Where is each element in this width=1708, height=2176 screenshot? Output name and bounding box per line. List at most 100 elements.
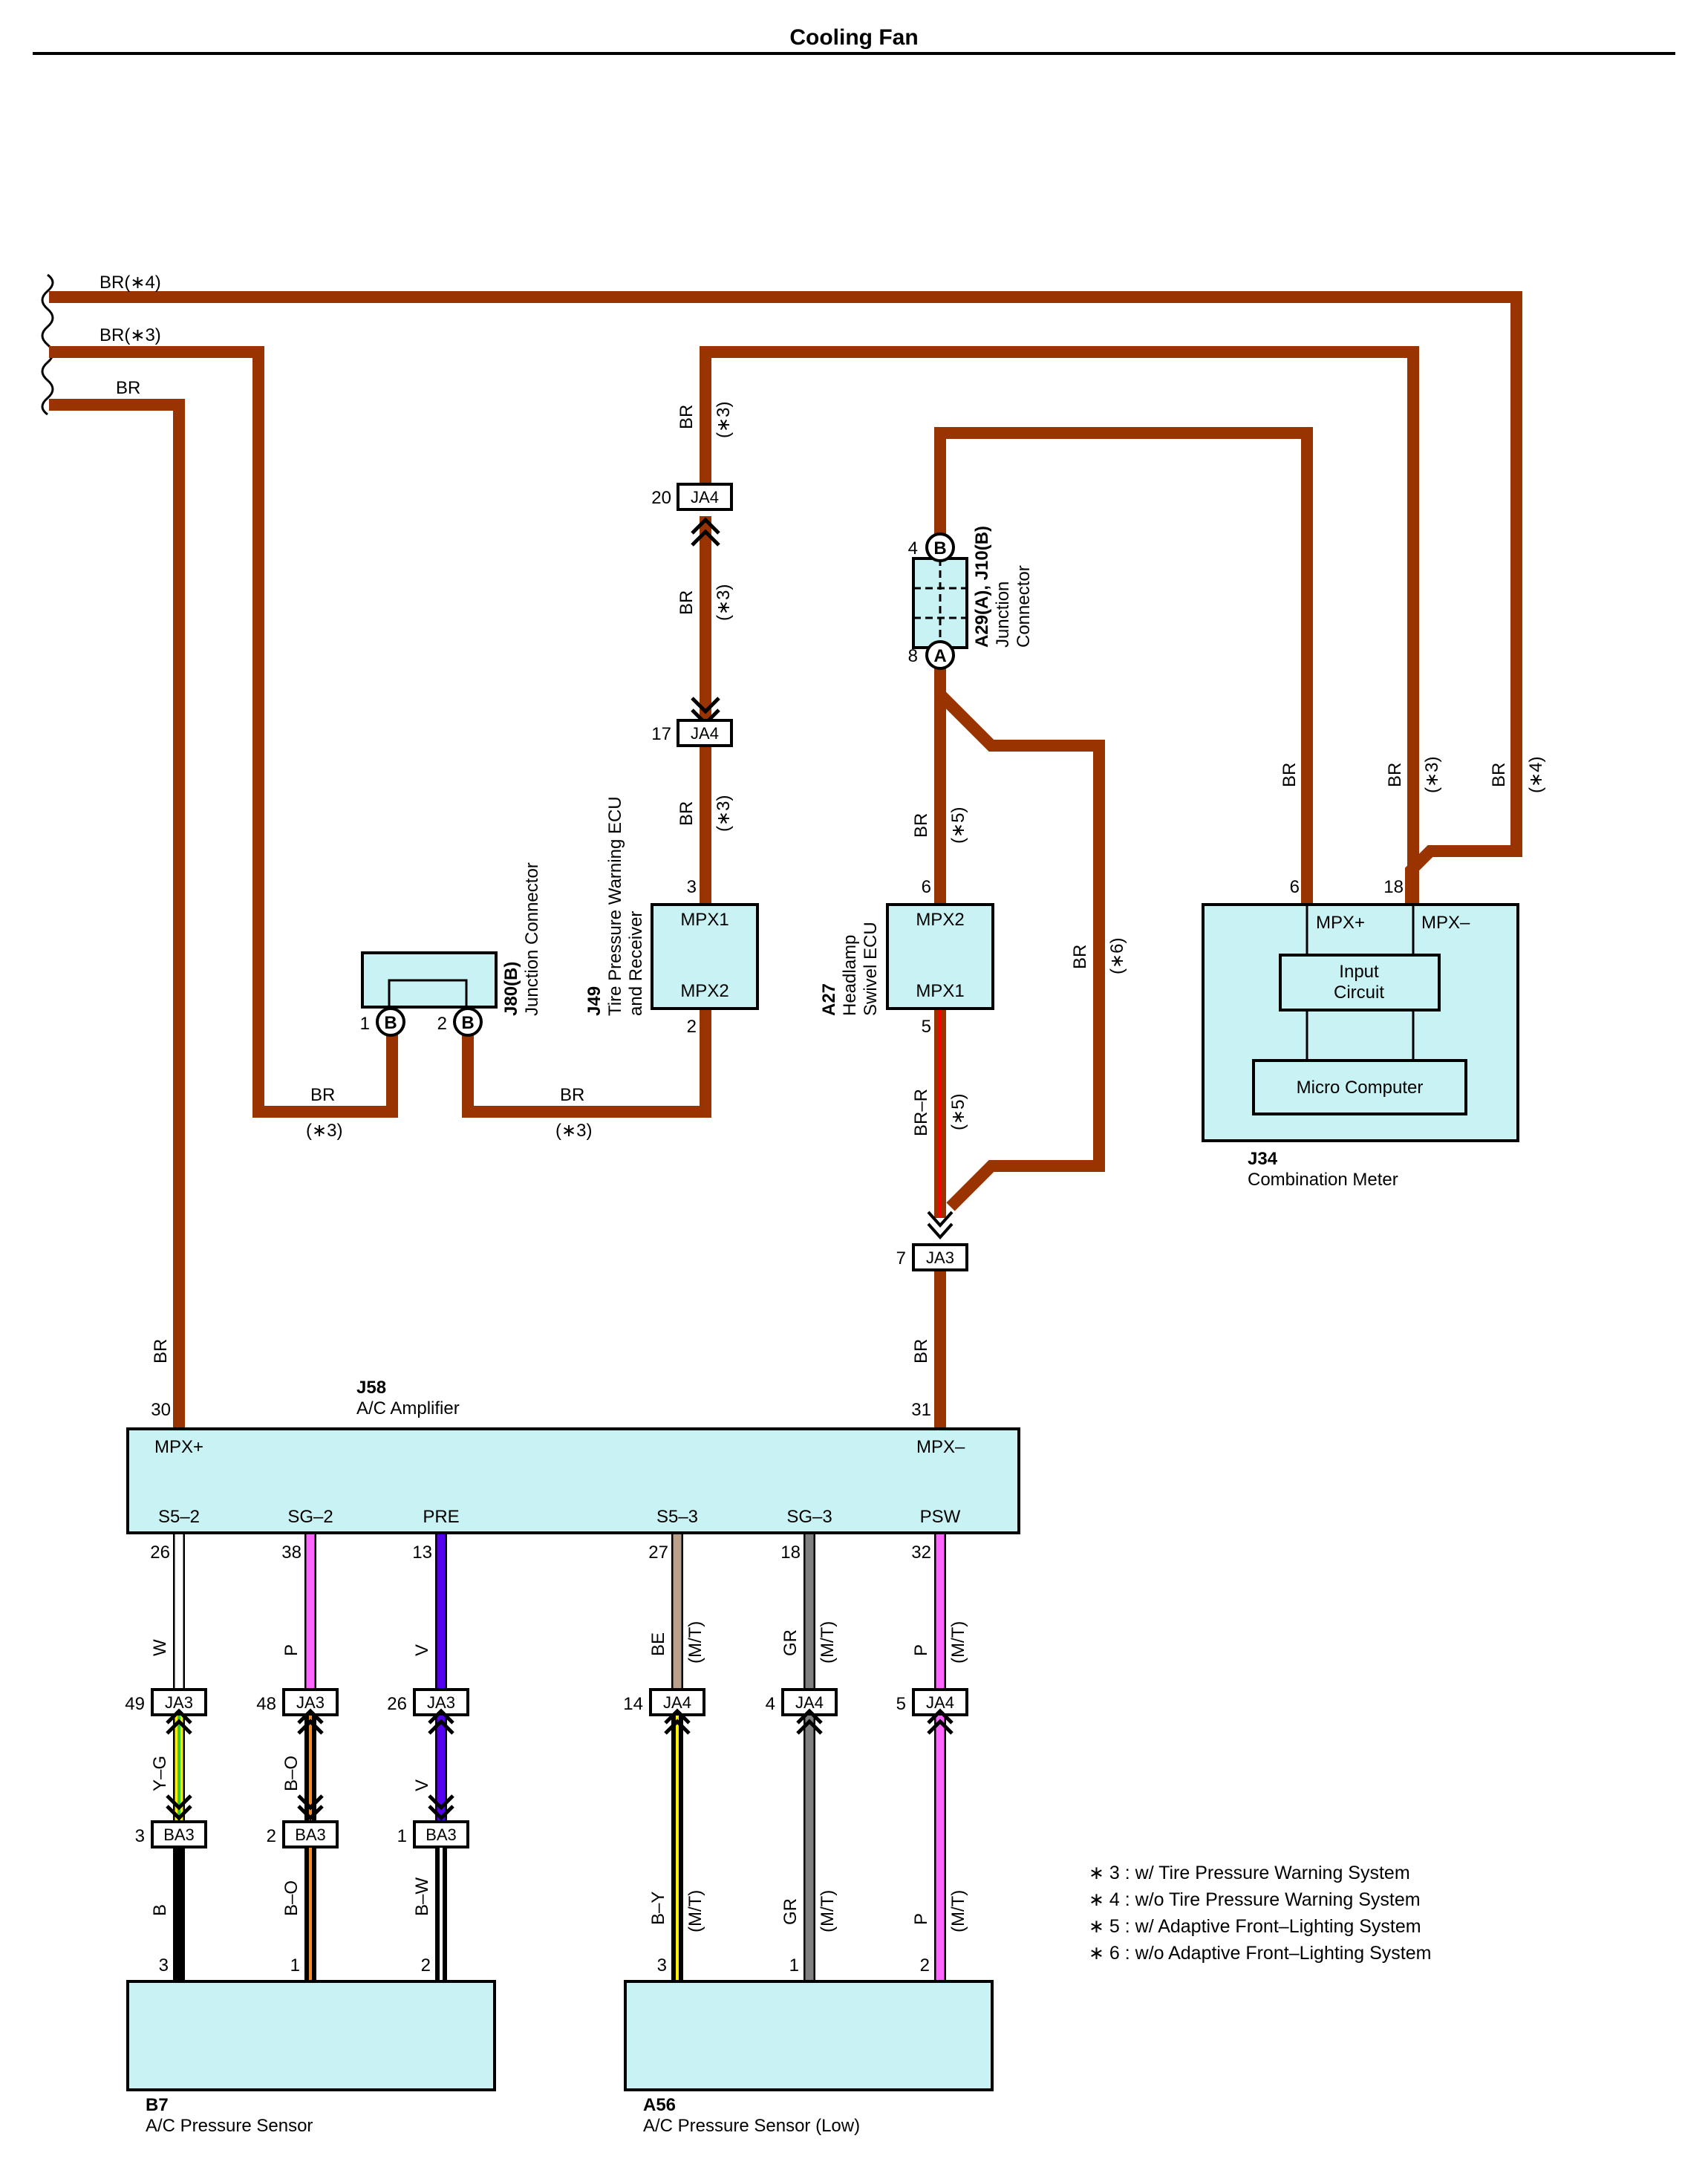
wire-br-to-amp: [49, 399, 185, 1429]
feed-label-br: BR: [116, 378, 140, 398]
j58-pin-minus: 31: [911, 1400, 931, 1420]
j49-name-2: and Receiver: [626, 911, 646, 1016]
wlabel-low-0: B: [150, 1904, 170, 1916]
a56-pin-2: 2: [920, 1955, 930, 1975]
wlabel-low-4: GR: [780, 1898, 801, 1925]
jc-pin-0: 49: [125, 1694, 145, 1714]
a27-code: A27: [819, 983, 839, 1016]
chev-up-4-2: [796, 1708, 823, 1724]
j34-input-circuit: [1279, 954, 1441, 1012]
wire-br-r-arrow2: [927, 1222, 954, 1240]
j34-combination-meter: MPX+ MPX– Input Circuit Micro Computer 6…: [1202, 877, 1519, 1190]
a29-name-2: Connector: [1014, 565, 1034, 648]
j34-pin-minus: 18: [1383, 877, 1404, 897]
j58-name: A/C Amplifier: [356, 1398, 460, 1418]
a29-bottom-circle: [925, 640, 955, 670]
amp-pin-3: 27: [648, 1543, 668, 1563]
amp-pin-4: 18: [780, 1543, 801, 1563]
ba-pin-0: 3: [135, 1826, 145, 1846]
j58-ac-amplifier: J58 A/C Amplifier MPX+ MPX– 30 31: [126, 1378, 1020, 1534]
ja4-top-pin: 20: [651, 488, 671, 508]
wlabel-low-2: B–W: [412, 1877, 432, 1916]
a29-pin-bottom: 8: [908, 646, 918, 666]
wlabel-upper-1: P: [281, 1644, 301, 1656]
j34-mpx-minus: MPX–: [1421, 913, 1470, 933]
ba-2-box: [413, 1820, 469, 1848]
wlabel-s3-3: (∗3): [714, 795, 734, 832]
wlabel-upper-3: BE: [648, 1632, 668, 1656]
chev-down-0-2: [166, 1805, 192, 1821]
a56-ac-pressure-sensor-low: A56 A/C Pressure Sensor (Low): [624, 1980, 994, 2136]
wlabel-low-5: P: [911, 1913, 931, 1925]
ja4-mid-label: JA4: [691, 724, 719, 743]
chev-up-5: [927, 1719, 954, 1735]
ja4-down-chevron: [691, 697, 720, 714]
wlabel-mid-2: V: [412, 1779, 432, 1791]
wlabel-s3-j80a: (∗3): [306, 1121, 342, 1141]
amp-term-4: SG–3: [786, 1507, 832, 1527]
j80-junction-connector: B B 1 2 J80(B) Junction Connector: [360, 862, 542, 1037]
wlabel-s3-2: (∗3): [714, 584, 734, 621]
ja3-mid-label: JA3: [926, 1248, 954, 1267]
j34-micro: Micro Computer: [1297, 1078, 1424, 1098]
wlabel-upper-0: W: [150, 1639, 170, 1656]
chev-up-1-2: [297, 1708, 324, 1724]
chev-up-0-2: [166, 1708, 192, 1724]
wlabel-upper-4: GR: [780, 1629, 801, 1656]
ja4-mid-pin: 17: [651, 724, 671, 744]
a27-pin-top: 6: [922, 877, 931, 897]
b7-name: A/C Pressure Sensor: [146, 2116, 313, 2136]
footnotes: ∗ 3 : w/ Tire Pressure Warning System ∗ …: [1089, 1863, 1431, 1964]
wlabel-br-bypass: BR: [1070, 945, 1090, 969]
j34-input-1: Input: [1339, 962, 1379, 982]
wlabel-br-j34a: BR: [1280, 763, 1300, 787]
wlabel-br-2: BR: [677, 590, 697, 615]
chev-down-1: [297, 1794, 324, 1811]
j80-pin2-letter: B: [461, 1013, 474, 1033]
j34-mpx-plus: MPX+: [1316, 913, 1365, 933]
ja3-mid: JA3 7: [896, 1243, 968, 1271]
j80-pin1: 1: [360, 1014, 370, 1034]
note-3: ∗ 3 : w/ Tire Pressure Warning System: [1089, 1863, 1410, 1883]
amp-term-2: PRE: [423, 1507, 459, 1527]
wlabel-mt-low-4: (M/T): [818, 1890, 838, 1932]
wlabel-br-amp: BR: [151, 1339, 171, 1364]
j58-code: J58: [356, 1378, 386, 1398]
page-title: Cooling Fan: [789, 25, 918, 50]
ja4-top-label: JA4: [691, 488, 719, 506]
j80-name: Junction Connector: [522, 862, 542, 1016]
a27-headlamp-ecu: MPX2 MPX1 6 5 A27 Headlamp Swivel ECU: [819, 877, 994, 1037]
wlabel-s6-bypass: (∗6): [1107, 938, 1127, 974]
wire-a29-to-j34: [934, 427, 1313, 905]
jc-pin-4: 4: [766, 1694, 775, 1714]
wlabel-mid-1: B–O: [281, 1756, 301, 1791]
wlabel-upper-2: V: [412, 1644, 432, 1656]
wire-bypass-star6: [936, 690, 1105, 1211]
wlabel-br-j34b: BR: [1385, 763, 1405, 787]
wlabel-mt-upper-5: (M/T): [948, 1621, 968, 1664]
wire-top-loop: [700, 346, 1419, 905]
wlabel-low-3: B–Y: [648, 1892, 668, 1925]
chev-up-3: [664, 1719, 691, 1735]
amp-pin-0: 26: [150, 1543, 170, 1563]
b7-ac-pressure-sensor: B7 A/C Pressure Sensor: [126, 1980, 496, 2136]
jc-pin-5: 5: [896, 1694, 906, 1714]
wlabel-s3-j80b: (∗3): [555, 1121, 592, 1141]
a29-code: A29(A), J10(B): [972, 526, 992, 648]
j58-pin-plus: 30: [151, 1400, 171, 1420]
jc-pin-1: 48: [256, 1694, 276, 1714]
j49-tpms-ecu: MPX1 MPX2 2 J49 Tire Pressure Warning EC…: [584, 796, 759, 1037]
j58-mpx-minus: MPX–: [916, 1437, 965, 1457]
wire-br-r-arrow: [927, 1211, 954, 1228]
amp-term-3: S5–3: [656, 1507, 698, 1527]
chev-up-2-2: [428, 1708, 454, 1724]
j49-pin-bottom: 2: [687, 1017, 697, 1037]
ja4-top: JA4 20: [651, 483, 733, 511]
j49-name-1: Tire Pressure Warning ECU: [605, 796, 625, 1016]
break-mark: [41, 273, 54, 416]
jc-pin-3: 14: [623, 1694, 643, 1714]
wlabel-mt-upper-4: (M/T): [818, 1621, 838, 1664]
note-4: ∗ 4 : w/o Tire Pressure Warning System: [1089, 1889, 1421, 1910]
b7-pin-2: 2: [421, 1955, 431, 1975]
j49-mpx1: MPX1: [680, 910, 728, 930]
